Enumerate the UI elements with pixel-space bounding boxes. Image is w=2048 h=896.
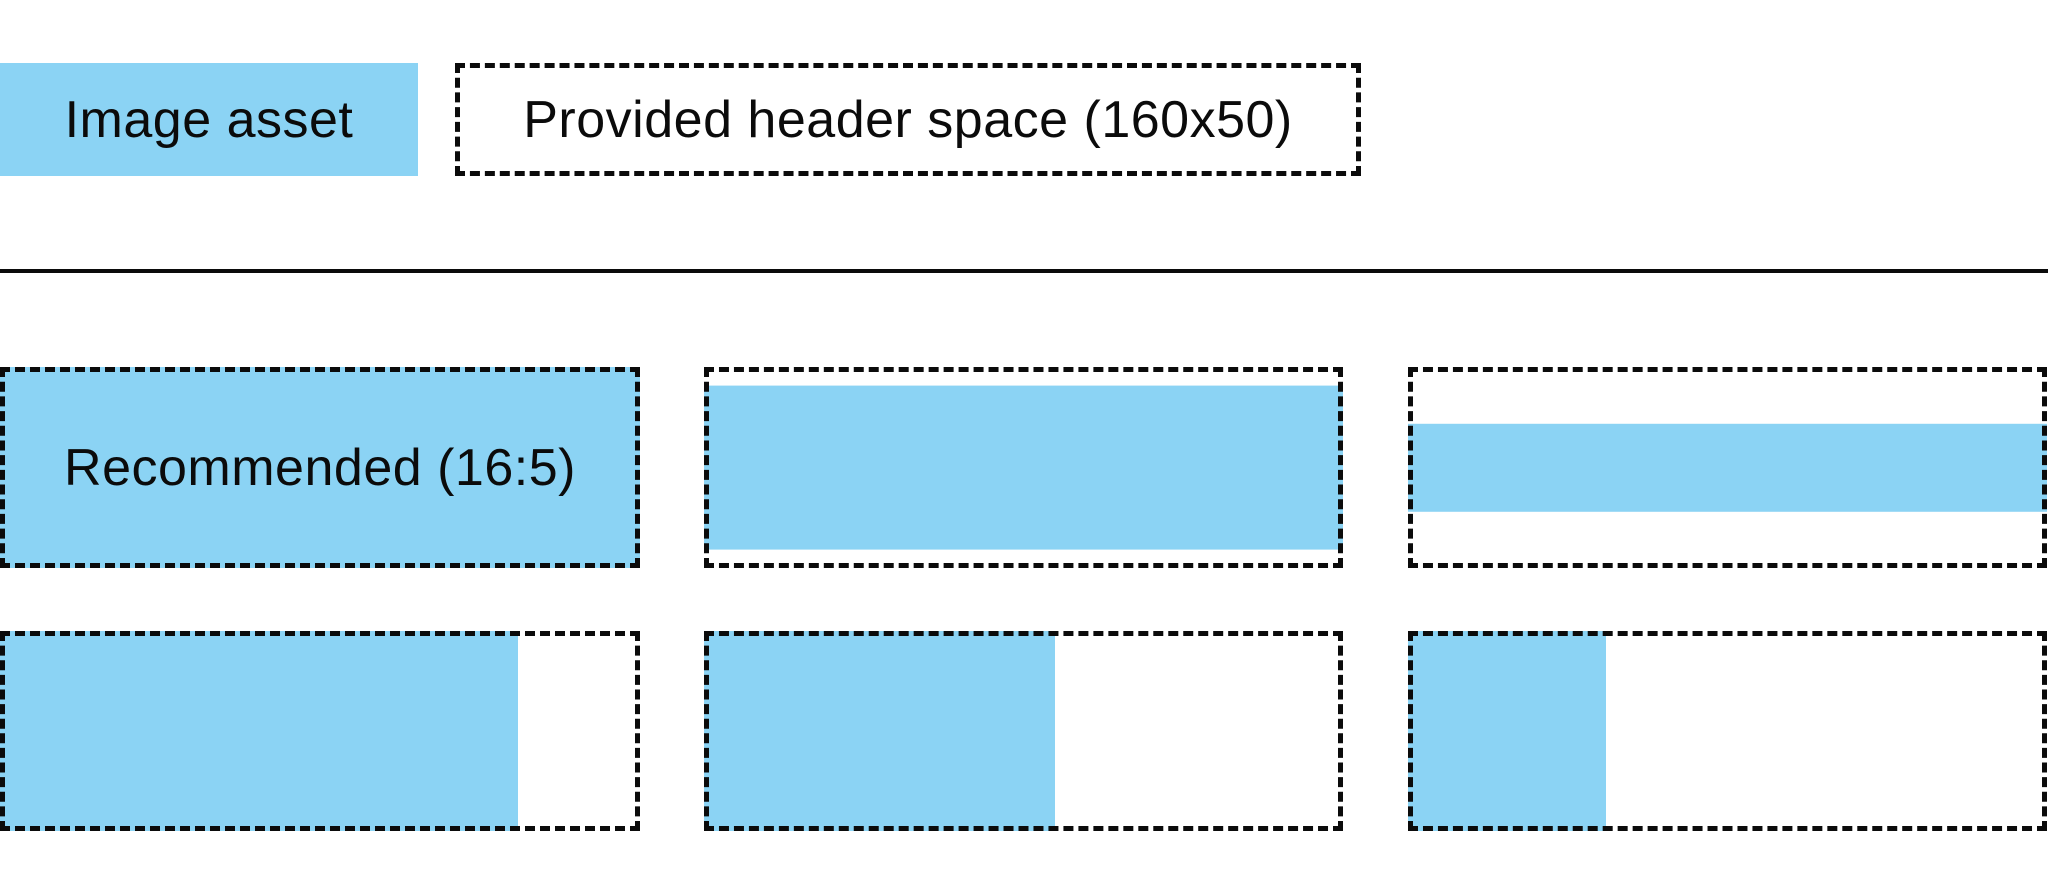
example-box-wide-block (0, 631, 640, 831)
section-divider (0, 269, 2048, 273)
recommended-ratio-label: Recommended (16:5) (64, 438, 576, 497)
image-asset-fill (704, 385, 1343, 550)
image-asset-fill (0, 367, 640, 568)
example-box-recommended: Recommended (16:5) (0, 367, 640, 568)
example-box-medium-block (704, 631, 1343, 831)
image-asset-fill (1408, 423, 2047, 512)
image-asset-fill (1408, 631, 1607, 831)
header-space-outline (704, 367, 1343, 568)
example-box-thin-band (1408, 367, 2047, 568)
header-space-outline (1408, 367, 2047, 568)
legend-image-asset-label: Image asset (64, 90, 354, 149)
image-asset-fill (0, 631, 519, 831)
header-space-outline (0, 631, 640, 831)
header-space-outline (704, 631, 1343, 831)
legend-image-asset-swatch: Image asset (0, 63, 418, 176)
image-asset-fill (704, 631, 1056, 831)
example-box-wide-band (704, 367, 1343, 568)
legend-header-space-label: Provided header space (160x50) (523, 90, 1293, 149)
header-space-outline (1408, 631, 2047, 831)
header-space-outline (0, 367, 640, 568)
legend-header-space-box: Provided header space (160x50) (455, 63, 1361, 176)
example-box-square-block (1408, 631, 2047, 831)
